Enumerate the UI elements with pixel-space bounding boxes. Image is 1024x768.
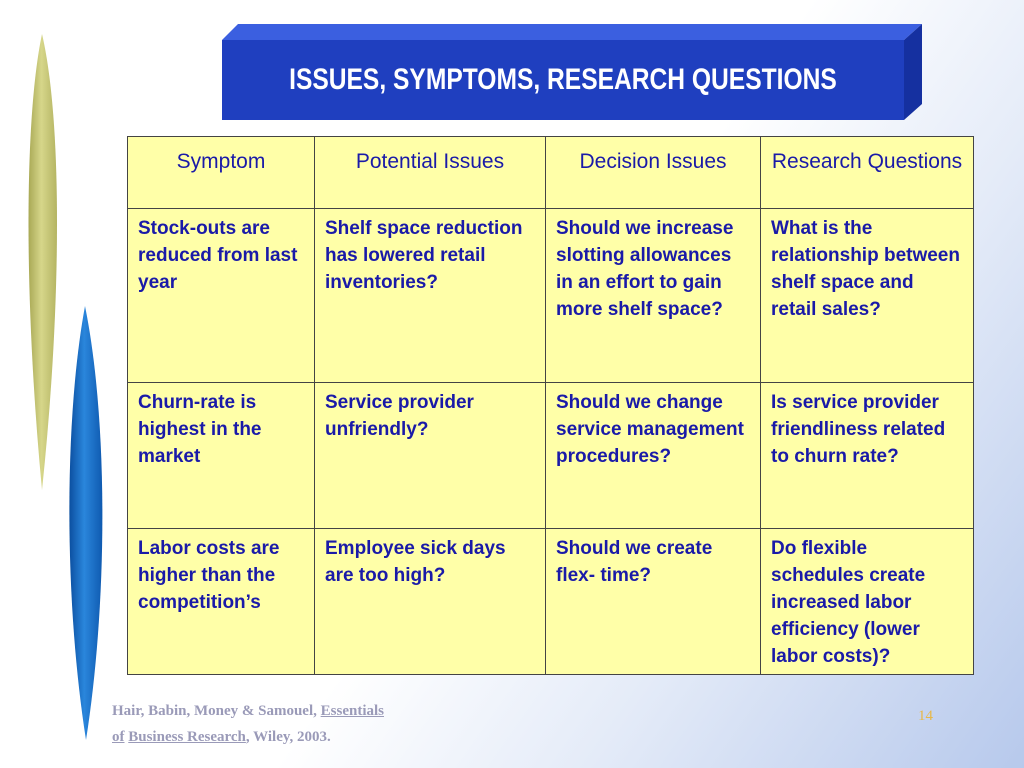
table-header-row: Symptom Potential Issues Decision Issues…: [127, 136, 974, 209]
table-cell: Labor costs are higher than the competit…: [127, 528, 315, 675]
table-row: Labor costs are higher than the competit…: [127, 528, 974, 675]
issues-table: Symptom Potential Issues Decision Issues…: [127, 136, 974, 675]
table-cell: Should we increase slotting allowances i…: [545, 208, 761, 383]
citation-book-title-2a: of: [112, 729, 125, 745]
table-cell: What is the relationship between shelf s…: [760, 208, 974, 383]
table-cell: Do flexible schedules create increased l…: [760, 528, 974, 675]
olive-leaf-shape: [28, 34, 57, 490]
table-cell: Churn-rate is highest in the market: [127, 382, 315, 529]
citation-publisher: , Wiley, 2003.: [245, 729, 331, 745]
header-decision-issues: Decision Issues: [545, 136, 761, 209]
citation-authors: Hair, Babin, Money & Samouel,: [112, 703, 321, 719]
title-bar: ISSUES, SYMPTOMS, RESEARCH QUESTIONS: [222, 40, 904, 120]
slide-title: ISSUES, SYMPTOMS, RESEARCH QUESTIONS: [289, 63, 837, 96]
citation-book-title-1: Essentials: [320, 703, 384, 719]
title-bar-bevel: [222, 24, 922, 120]
table-cell: Should we create flex- time?: [545, 528, 761, 675]
header-research-questions: Research Questions: [760, 136, 974, 209]
header-potential-issues: Potential Issues: [314, 136, 546, 209]
table-cell: Employee sick days are too high?: [314, 528, 546, 675]
table-cell: Is service provider friendliness related…: [760, 382, 974, 529]
blue-leaf-shape: [69, 306, 103, 740]
table-cell: Should we change service management proc…: [545, 382, 761, 529]
decorative-leaves: [28, 34, 103, 740]
table-cell: Stock-outs are reduced from last year: [127, 208, 315, 383]
header-symptom: Symptom: [127, 136, 315, 209]
citation-footer: Hair, Babin, Money & Samouel, Essentials…: [112, 698, 492, 750]
page-number: 14: [918, 708, 933, 724]
table-row: Churn-rate is highest in the market Serv…: [127, 382, 974, 529]
citation-book-title-2b: Business Research: [128, 729, 246, 745]
table-cell: Service provider unfriendly?: [314, 382, 546, 529]
table-cell: Shelf space reduction has lowered retail…: [314, 208, 546, 383]
table-row: Stock-outs are reduced from last year Sh…: [127, 208, 974, 383]
